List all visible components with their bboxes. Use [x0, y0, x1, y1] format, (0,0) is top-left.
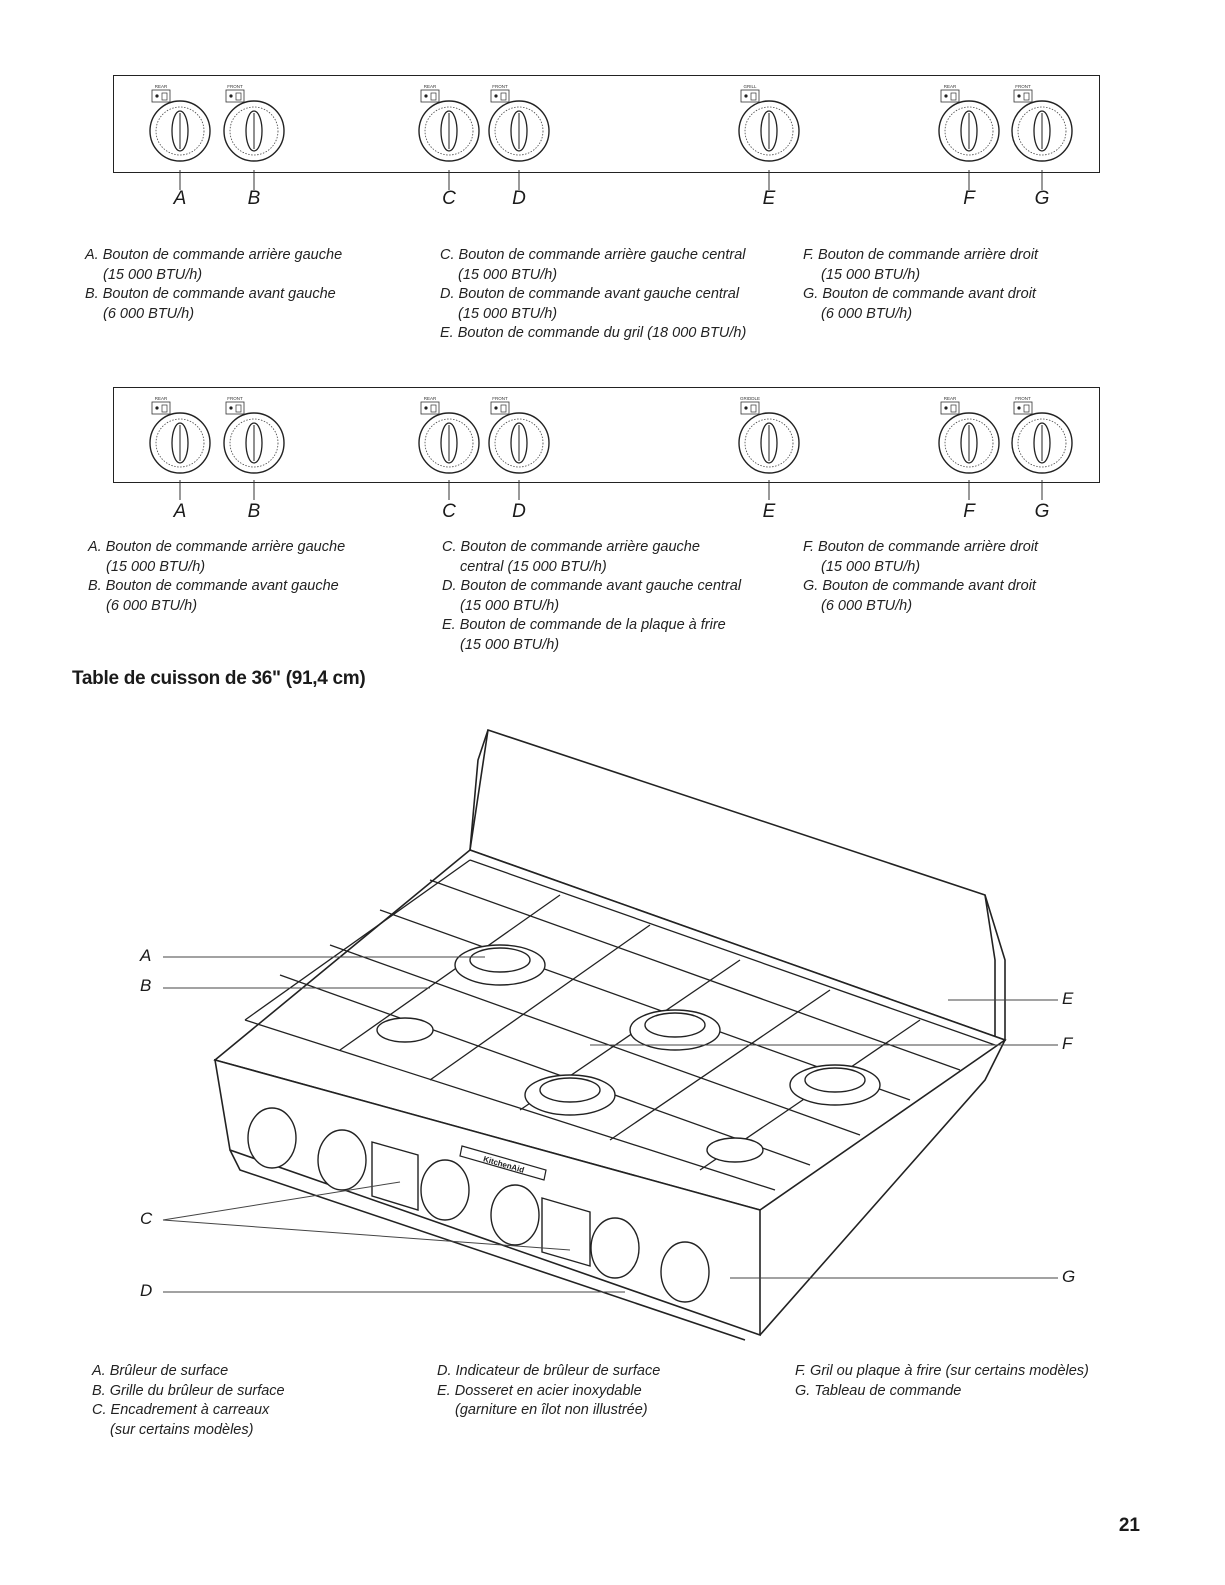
control-knob-b: FRONT: [223, 84, 285, 162]
indicator-label: FRONT: [227, 396, 243, 401]
indicator-label: GRILL: [743, 84, 757, 89]
indicator-label: REAR: [944, 84, 957, 89]
control-knob-g: FRONT: [1011, 84, 1073, 162]
legend-item: B. Bouton de commande avant gauche(6 000…: [85, 286, 336, 322]
legend-item: E. Dosseret en acier inoxydable(garnitur…: [437, 1382, 648, 1419]
indicator-label: REAR: [155, 84, 168, 89]
legend-item: B. Grille du brûleur de surface: [92, 1382, 285, 1399]
indicator-label: REAR: [944, 396, 957, 401]
legend-item: F. Gril ou plaque à frire (sur certains …: [795, 1363, 1089, 1379]
control-knob-a: REAR: [149, 84, 211, 162]
indicator-label: REAR: [424, 396, 437, 401]
control-knob-g: FRONT: [1011, 396, 1073, 474]
knob-letter: C: [442, 188, 456, 209]
knob-letter: E: [762, 188, 776, 209]
callout-letter: D: [140, 1281, 153, 1300]
callout-letter: F: [1062, 1034, 1073, 1053]
legend-item: D. Indicateur de brûleur de surface: [437, 1363, 661, 1379]
indicator-label: FRONT: [227, 84, 243, 89]
knob-letter: D: [512, 188, 526, 209]
front-knobs: [247, 1107, 710, 1303]
control-knob-c: REAR: [418, 396, 480, 474]
callout-letter: A: [140, 946, 152, 965]
cooktop-illustration: KitchenAid: [162, 728, 1058, 1341]
knob-letter: G: [1034, 188, 1050, 209]
control-panel-diagram-1: REAR FRONT REAR FRONT GRILL REAR FRONT: [113, 75, 1100, 173]
knob-letter: A: [173, 188, 187, 209]
legend-item: B. Bouton de commande avant gauche(6 000…: [88, 578, 339, 614]
callout-letter: B: [140, 976, 152, 995]
knob-letter: F: [963, 501, 975, 522]
legend-item: G. Tableau de commande: [795, 1382, 962, 1399]
legend-item: E. Bouton de commande de la plaque à fri…: [442, 617, 726, 653]
control-knob-e: GRILL: [738, 84, 800, 162]
legend-item: A. Bouton de commande arrière gauche(15 …: [88, 539, 346, 575]
legend-item: D. Bouton de commande avant gauche centr…: [440, 286, 740, 322]
knob-letter: F: [963, 188, 975, 209]
knob-letter: B: [247, 188, 261, 209]
knob-letter: G: [1034, 501, 1050, 522]
indicator-label: FRONT: [1015, 396, 1031, 401]
control-knob-a: REAR: [149, 396, 211, 474]
knob-letter: D: [512, 501, 526, 522]
legend-item: F. Bouton de commande arrière droit(15 0…: [803, 539, 1039, 575]
knob-letter: B: [247, 501, 261, 522]
control-knob-e: GRIDDLE: [738, 396, 800, 474]
callout-letter: C: [140, 1209, 153, 1228]
control-knob-f: REAR: [938, 84, 1000, 162]
surface-burners: [376, 944, 881, 1163]
control-knob-d: FRONT: [488, 396, 550, 474]
indicator-label: REAR: [155, 396, 168, 401]
control-knob-b: FRONT: [223, 396, 285, 474]
control-knob-c: REAR: [418, 84, 480, 162]
control-knob-d: FRONT: [488, 84, 550, 162]
callout-letter: G: [1062, 1267, 1076, 1286]
knob-letter: A: [173, 501, 187, 522]
legend-item: F. Bouton de commande arrière droit(15 0…: [803, 247, 1039, 283]
indicator-label: REAR: [424, 84, 437, 89]
callout-leaders: [162, 956, 1058, 1293]
legend-item: G. Bouton de commande avant droit(6 000 …: [803, 578, 1036, 614]
legend-item: A. Brûleur de surface: [92, 1363, 229, 1379]
control-panel-diagram-2: REAR FRONT REAR FRONT GRIDDLE REAR FRONT: [113, 387, 1100, 483]
legend-item: C. Encadrement à carreaux(sur certains m…: [92, 1402, 270, 1438]
legend-item: G. Bouton de commande avant droit(6 000 …: [803, 286, 1036, 322]
callout-letter: E: [1062, 989, 1074, 1008]
legend-item: E. Bouton de commande du gril (18 000 BT…: [440, 325, 747, 341]
control-knob-f: REAR: [938, 396, 1000, 474]
legend-item: D. Bouton de commande avant gauche centr…: [442, 578, 742, 614]
legend-item: C. Bouton de commande arrière gauche cen…: [440, 247, 746, 283]
indicator-label: FRONT: [1015, 84, 1031, 89]
section-title: Table de cuisson de 36" (91,4 cm): [72, 668, 366, 689]
indicator-label: FRONT: [492, 84, 508, 89]
knob-letter: C: [442, 501, 456, 522]
indicator-label: GRIDDLE: [740, 396, 760, 401]
brand-plate: [459, 1145, 547, 1181]
page-number: 21: [1118, 1515, 1140, 1536]
indicator-label: FRONT: [492, 396, 508, 401]
legend-item: A. Bouton de commande arrière gauche(15 …: [85, 247, 343, 283]
knob-letter: E: [762, 501, 776, 522]
